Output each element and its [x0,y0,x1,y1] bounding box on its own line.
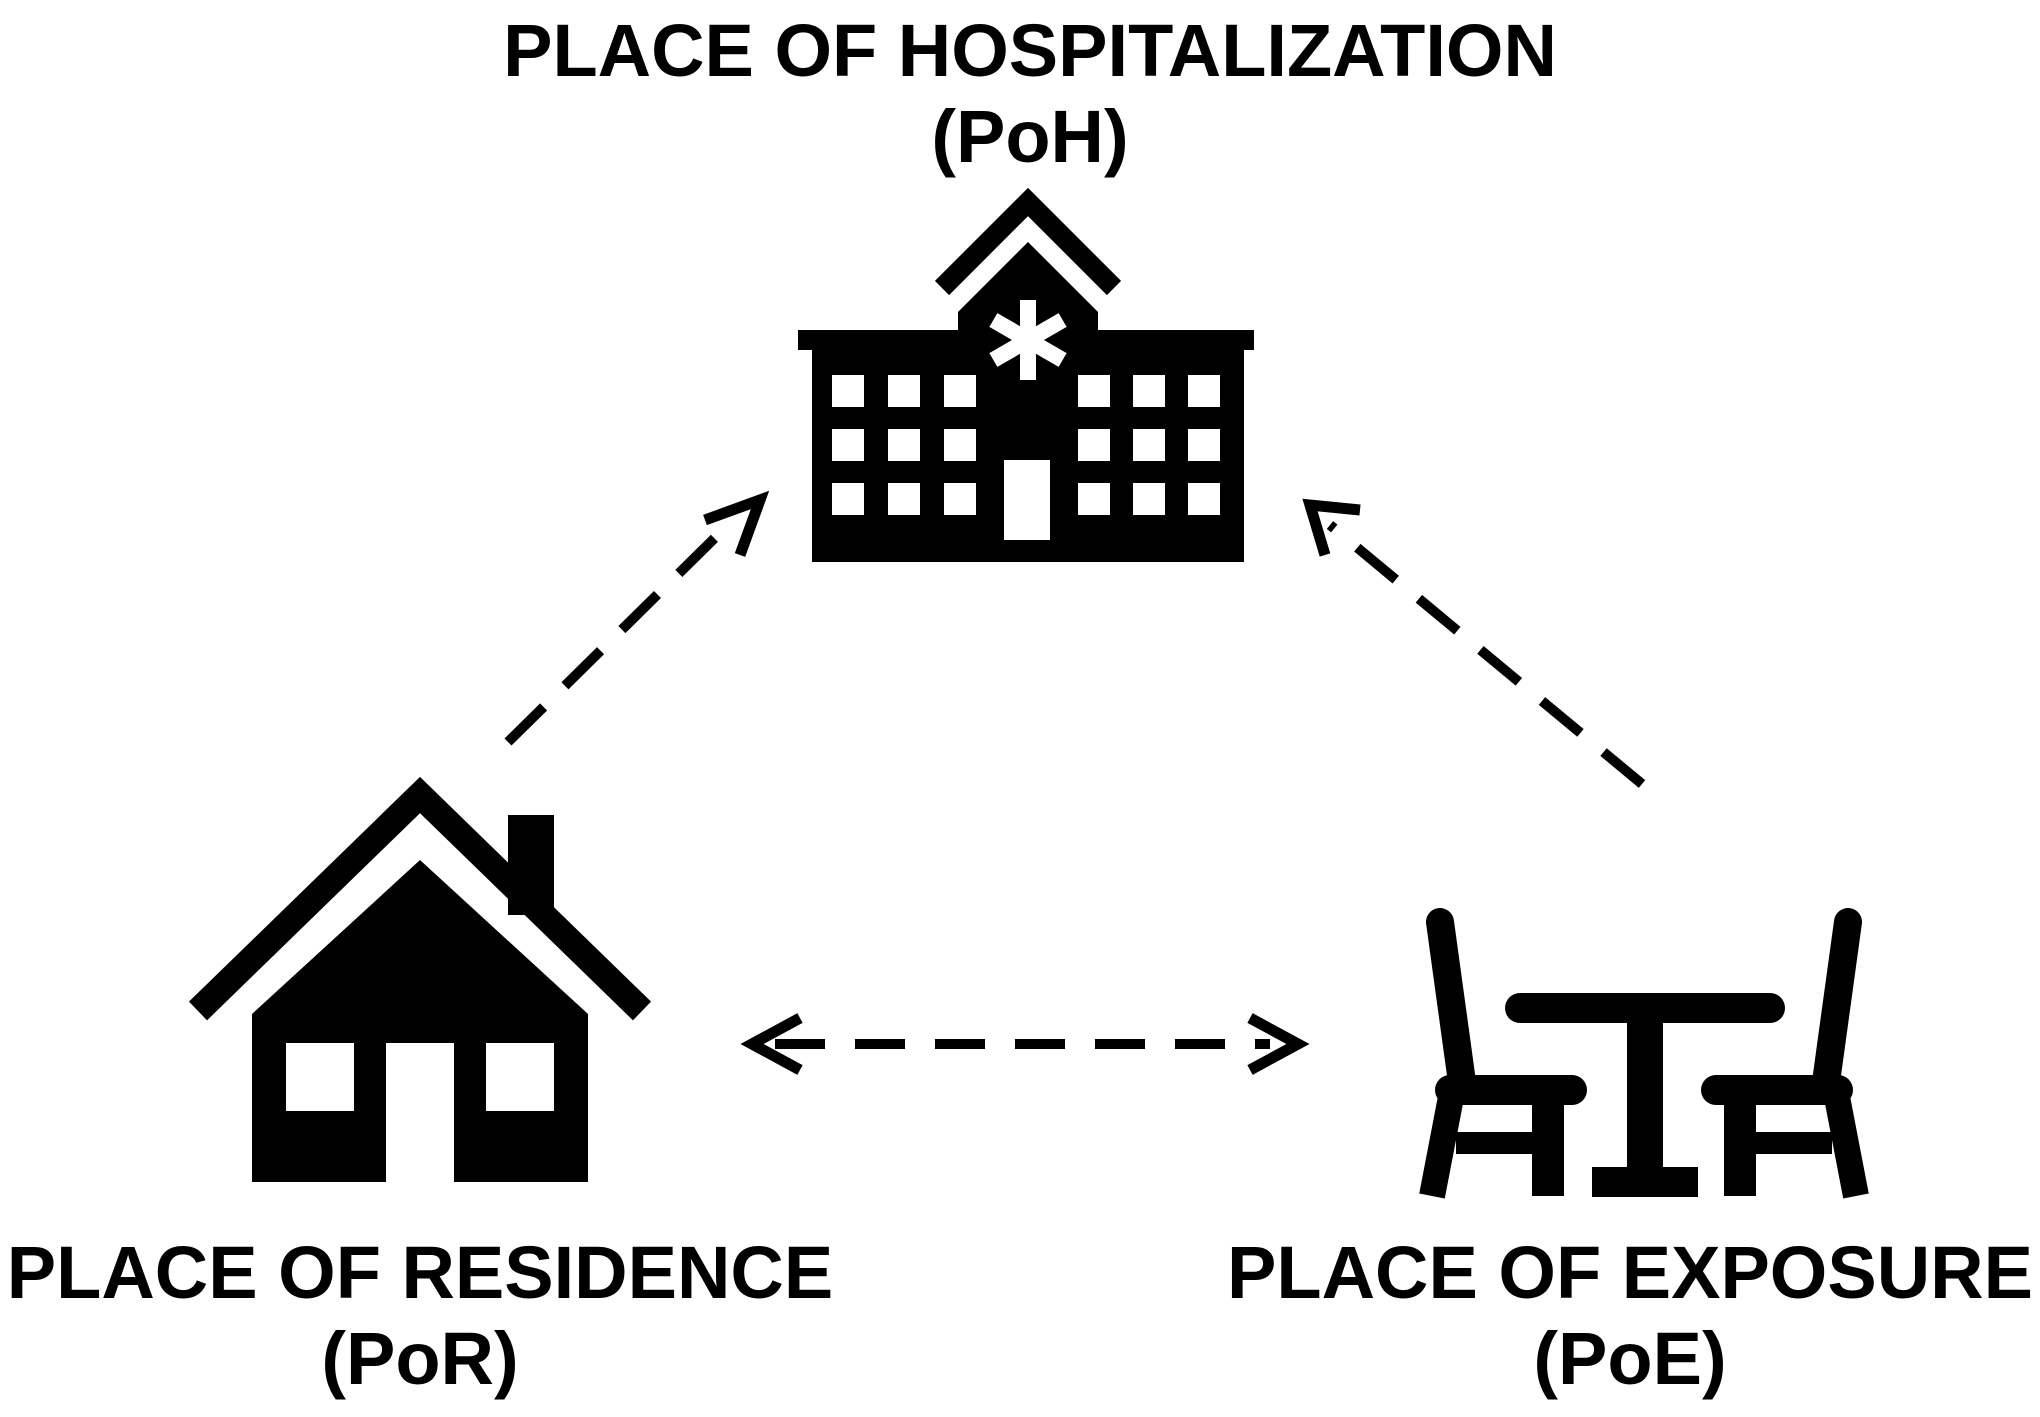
node-label-residence: PLACE OF RESIDENCE (PoR) [0,1230,840,1402]
dining-table-chairs-icon [1419,908,1869,1199]
edge-exposure-to-hospitalization [1302,498,1646,788]
hospital-icon [798,187,1254,562]
node-abbr-hospitalization: (PoH) [931,95,1129,178]
node-label-hospitalization: PLACE OF HOSPITALIZATION (PoH) [420,8,1640,180]
node-title-exposure: PLACE OF EXPOSURE [1227,1231,2033,1314]
house-icon [188,776,652,1185]
node-abbr-exposure: (PoE) [1533,1317,1727,1400]
node-title-residence: PLACE OF RESIDENCE [6,1231,834,1314]
edge-residence-to-hospitalization [504,490,770,746]
node-abbr-residence: (PoR) [321,1317,519,1400]
node-title-hospitalization: PLACE OF HOSPITALIZATION [503,9,1557,92]
edge-residence-exposure [740,1013,1310,1075]
node-label-exposure: PLACE OF EXPOSURE (PoE) [1220,1230,2040,1402]
